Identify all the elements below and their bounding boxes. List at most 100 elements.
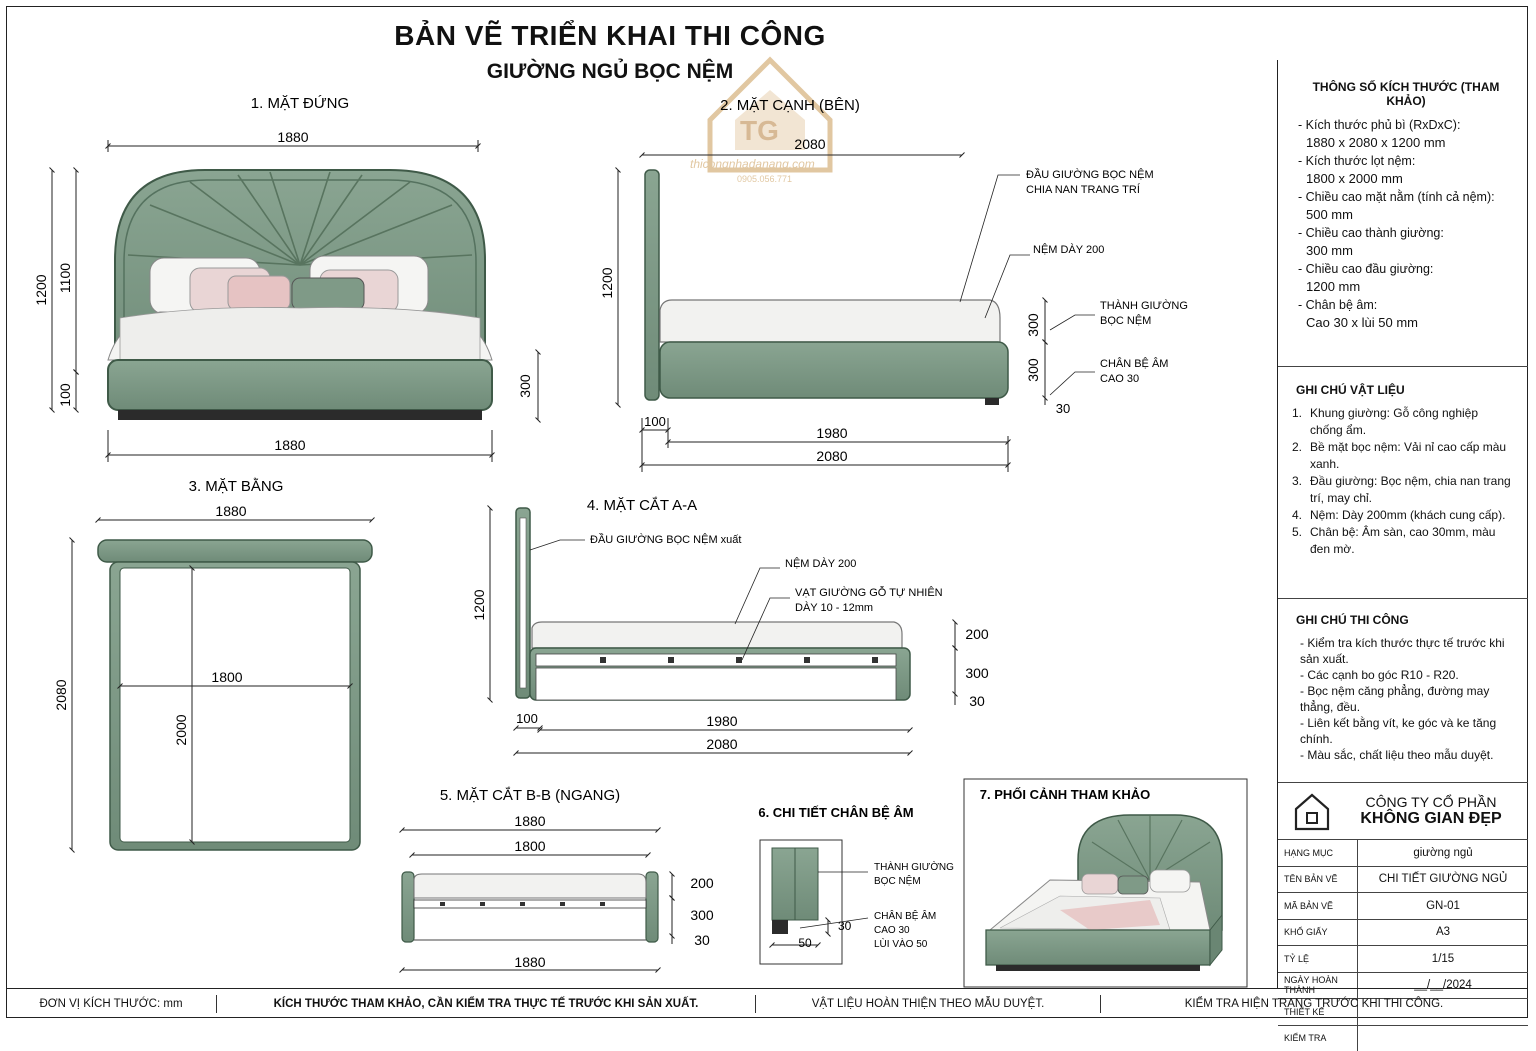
house-logo-icon (1290, 789, 1334, 833)
side-view-label: 2. MẶT CẠNH (BÊN) (720, 97, 860, 114)
material-number: 1. (1290, 405, 1310, 439)
bed-drawing-canvas: TG thicongnhadanang.com 0905.056.771 1. … (0, 0, 1276, 988)
footer-note-2: VẬT LIỆU HOÀN THIỆN THEO MẪU DUYỆT. (756, 998, 1100, 1010)
section-a-dim-total: 2080 (706, 736, 737, 752)
company-line-1: CÔNG TY CỔ PHẦN (1334, 794, 1528, 810)
side-dim-rail: 300 (1025, 313, 1041, 337)
detail-note-rail-1: THÀNH GIƯỜNG (874, 860, 954, 873)
spec-value: 300 mm (1290, 242, 1528, 260)
material-text: Bề mặt bọc nệm: Vải nỉ cao cấp màu xanh. (1310, 439, 1514, 473)
spec-value: 500 mm (1290, 206, 1528, 224)
side-note-headboard-2: CHIA NAN TRANG TRÍ (1026, 183, 1141, 196)
plan-view: 3. MẶT BẰNG 1880 1800 2000 2080 (53, 477, 372, 850)
spec-value: 1880 x 2080 x 1200 mm (1290, 134, 1528, 152)
section-b-dim-bottom: 1880 (514, 954, 545, 970)
watermark-text: thicongnhadanang.com (690, 157, 815, 171)
spec-label: - Kích thước phủ bì (RxDxC): (1290, 116, 1528, 134)
detail-dim-setback: 50 (798, 936, 812, 950)
spec-value: 1200 mm (1290, 278, 1528, 296)
section-a-note-mattress: NỆM DÀY 200 (785, 557, 856, 570)
side-note-rail-1: THÀNH GIƯỜNG (1100, 299, 1188, 312)
section-a-dim-rail: 300 (965, 665, 989, 681)
spec-item: - Chiều cao đầu giường:1200 mm (1290, 260, 1528, 296)
title-block-row: KIỂM TRA (1278, 1025, 1528, 1051)
material-text: Đầu giường: Bọc nệm, chia nan trang trí,… (1310, 473, 1514, 507)
material-item: 5.Chân bệ: Âm sàn, cao 30mm, màu đen mờ. (1290, 524, 1514, 558)
material-number: 2. (1290, 439, 1310, 473)
section-a-view: 4. MẶT CẮT A-A 1200 200 300 30 100 1980 … (471, 496, 989, 753)
footer-note-1: KÍCH THƯỚC THAM KHẢO, CẦN KIỂM TRA THỰC … (217, 998, 755, 1010)
side-dim-top: 2080 (794, 136, 825, 152)
title-block-key: KIỂM TRA (1278, 1026, 1358, 1051)
side-dim-total: 2080 (816, 448, 847, 464)
material-item: 4.Nệm: Dày 200mm (khách cung cấp). (1290, 507, 1514, 524)
detail-label: 6. CHI TIẾT CHÂN BỆ ÂM (758, 805, 913, 820)
side-note-headboard-1: ĐẦU GIƯỜNG BỌC NỆM (1026, 168, 1154, 181)
side-dim-height: 1200 (599, 267, 615, 298)
section-a-dim-offset: 100 (516, 711, 538, 726)
side-note-plinth-2: CAO 30 (1100, 373, 1139, 385)
side-note-plinth-1: CHÂN BỆ ÂM (1100, 357, 1168, 370)
material-item: 1.Khung giường: Gỗ công nghiệp chống ẩm. (1290, 405, 1514, 439)
title-block-value: 1/15 (1358, 953, 1528, 965)
plan-dim-inner-width: 1800 (211, 669, 242, 685)
section-a-note-slats-2: DÀY 10 - 12mm (795, 601, 873, 614)
spec-value: 1800 x 2000 mm (1290, 170, 1528, 188)
side-view: 2. MẶT CẠNH (BÊN) 2080 1200 300 300 30 1… (599, 97, 1188, 472)
company-line-2: KHÔNG GIAN ĐẸP (1334, 810, 1528, 828)
title-block-key: HẠNG MỤC (1278, 840, 1358, 866)
front-dim-height: 1200 (33, 274, 49, 305)
section-a-label: 4. MẶT CẮT A-A (587, 496, 697, 514)
title-block-value: GN-01 (1358, 900, 1528, 912)
perspective-label: 7. PHỐI CẢNH THAM KHẢO (980, 787, 1150, 802)
material-number: 5. (1290, 524, 1310, 558)
title-block-value: giường ngủ (1358, 847, 1528, 859)
section-b-dim-plinth: 30 (694, 932, 710, 948)
construction-item: - Các cạnh bo góc R10 - R20. (1290, 667, 1514, 683)
material-text: Khung giường: Gỗ công nghiệp chống ẩm. (1310, 405, 1514, 439)
specs-section: THÔNG SỐ KÍCH THƯỚC (THAM KHẢO) - Kích t… (1278, 80, 1528, 367)
section-a-dim-inner: 1980 (706, 713, 737, 729)
material-text: Chân bệ: Âm sàn, cao 30mm, màu đen mờ. (1310, 524, 1514, 558)
spec-label: - Chiều cao đầu giường: (1290, 260, 1528, 278)
spec-item: - Chiều cao mặt nằm (tính cả nệm):500 mm (1290, 188, 1528, 224)
footer-unit: ĐƠN VỊ KÍCH THƯỚC: mm (6, 998, 216, 1010)
company-block: CÔNG TY CỔ PHẦN KHÔNG GIAN ĐẸP (1278, 783, 1528, 839)
construction-item: - Liên kết bằng vít, ke góc và ke tăng c… (1290, 715, 1514, 747)
construction-item: - Màu sắc, chất liệu theo mẫu duyệt. (1290, 747, 1514, 763)
material-text: Nệm: Dày 200mm (khách cung cấp). (1310, 507, 1505, 524)
front-dim-bottom: 1880 (274, 437, 305, 453)
construction-item: - Kiểm tra kích thước thực tế trước khi … (1290, 635, 1514, 667)
side-dim-plinth-small: 30 (1056, 401, 1070, 416)
plinth-detail-view: 6. CHI TIẾT CHÂN BỆ ÂM 50 30 THÀNH GIƯỜN… (758, 805, 954, 964)
construction-section: GHI CHÚ THI CÔNG - Kiểm tra kích thước t… (1278, 613, 1528, 783)
side-dim-plinth: 300 (1025, 358, 1041, 382)
specs-title: THÔNG SỐ KÍCH THƯỚC (THAM KHẢO) (1296, 80, 1528, 108)
plan-dim-inner-length: 2000 (173, 714, 189, 745)
material-item: 2.Bề mặt bọc nệm: Vải nỉ cao cấp màu xan… (1290, 439, 1514, 473)
section-a-note-slats-1: VẠT GIƯỜNG GỖ TỰ NHIÊN (795, 586, 943, 599)
construction-title: GHI CHÚ THI CÔNG (1296, 613, 1528, 627)
detail-note-plinth-2: CAO 30 (874, 925, 910, 936)
spec-item: - Kích thước lọt nệm:1800 x 2000 mm (1290, 152, 1528, 188)
plan-dim-width: 1880 (215, 503, 246, 519)
side-dim-inner: 1980 (816, 425, 847, 441)
section-a-dim-plinth: 30 (969, 693, 985, 709)
section-b-dim-outer: 1880 (514, 813, 545, 829)
title-block-key: MÃ BẢN VẼ (1278, 893, 1358, 919)
detail-note-rail-2: BỌC NỆM (874, 874, 921, 887)
perspective-view: 7. PHỐI CẢNH THAM KHẢO (964, 779, 1247, 987)
section-b-dim-inner: 1800 (514, 838, 545, 854)
side-note-mattress: NỆM DÀY 200 (1033, 243, 1104, 256)
watermark-logo: TG thicongnhadanang.com 0905.056.771 (690, 60, 830, 184)
detail-note-plinth-3: LÙI VÀO 50 (874, 937, 928, 950)
footer-bar: ĐƠN VỊ KÍCH THƯỚC: mm KÍCH THƯỚC THAM KH… (6, 988, 1528, 1018)
section-b-dim-rail: 300 (690, 907, 714, 923)
section-b-label: 5. MẶT CẮT B-B (NGANG) (440, 786, 620, 804)
front-dim-headboard: 1100 (57, 263, 73, 293)
spec-label: - Chiều cao mặt nằm (tính cả nệm): (1290, 188, 1528, 206)
